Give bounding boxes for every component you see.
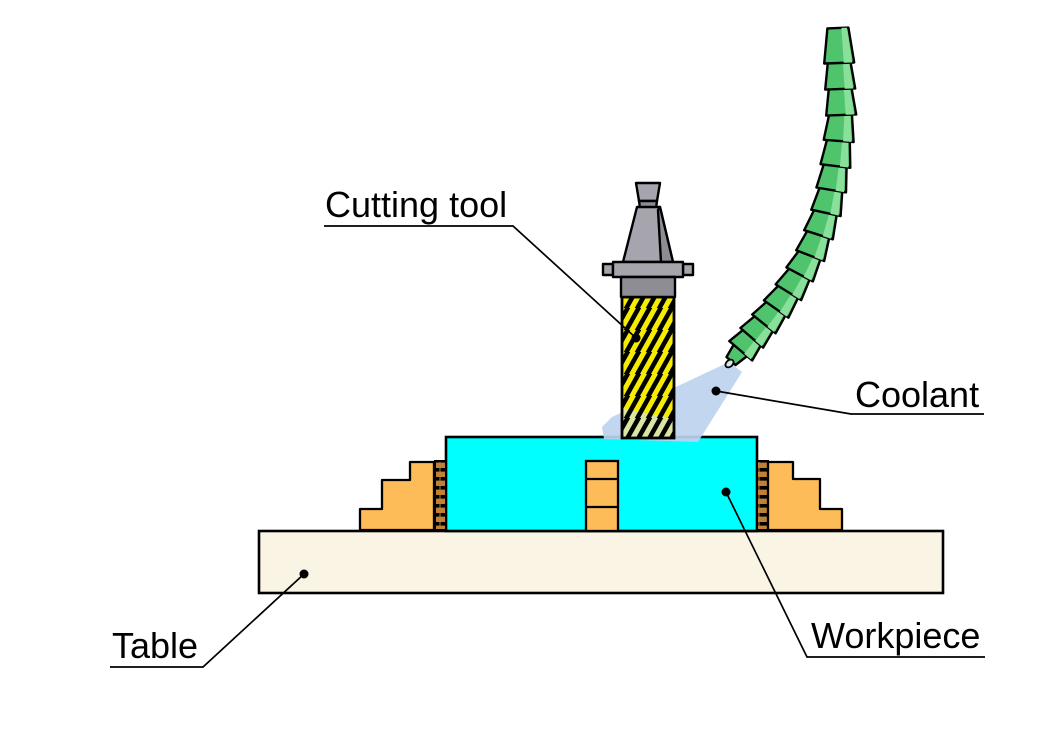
cutting-tool-label: Cutting tool xyxy=(325,184,507,225)
pull-stud xyxy=(634,181,662,203)
workpiece-label: Workpiece xyxy=(811,615,980,656)
end-mill xyxy=(620,295,676,440)
cutting-tool-callout: Cutting tool xyxy=(324,184,641,343)
workpiece-leader-dot xyxy=(721,487,731,497)
hose-segment-highlight xyxy=(841,27,853,63)
flange-tab-right xyxy=(681,262,695,277)
tool-holder xyxy=(601,181,695,299)
holder-taper-shade xyxy=(656,205,675,264)
table-leader-dot xyxy=(299,569,309,579)
right-serrated-riser xyxy=(756,460,769,531)
coolant-label: Coolant xyxy=(855,374,979,415)
flange-tab-left xyxy=(601,262,615,277)
support-block xyxy=(584,459,620,533)
coolant-leader-dot xyxy=(711,386,721,396)
nozzle-tip-opening xyxy=(724,358,735,369)
table-label: Table xyxy=(112,625,198,666)
coolant-leader xyxy=(715,390,984,415)
hose-segment-highlight xyxy=(843,81,855,115)
cutting-tool-leader-dot xyxy=(631,333,641,343)
right-riser-teeth xyxy=(757,462,768,529)
coolant-callout: Coolant xyxy=(711,374,984,415)
left-riser-teeth xyxy=(435,462,446,529)
coolant-hose-shape xyxy=(724,26,858,369)
cutting-tool-shape xyxy=(601,181,695,440)
table-callout: Table xyxy=(110,569,309,668)
workpiece-callout: Workpiece xyxy=(721,487,985,658)
end-mill-flutes xyxy=(622,297,674,438)
right-step-block xyxy=(766,460,844,532)
table-shape xyxy=(257,529,945,595)
cutting-tool-leader xyxy=(324,225,637,339)
holder-flange xyxy=(611,260,685,279)
collet-nut xyxy=(619,275,677,299)
left-serrated-riser xyxy=(434,460,447,531)
table-leader xyxy=(110,573,305,668)
workpiece-leader xyxy=(725,491,985,658)
hose-segment-highlight xyxy=(843,108,852,142)
left-step-block xyxy=(358,460,436,532)
